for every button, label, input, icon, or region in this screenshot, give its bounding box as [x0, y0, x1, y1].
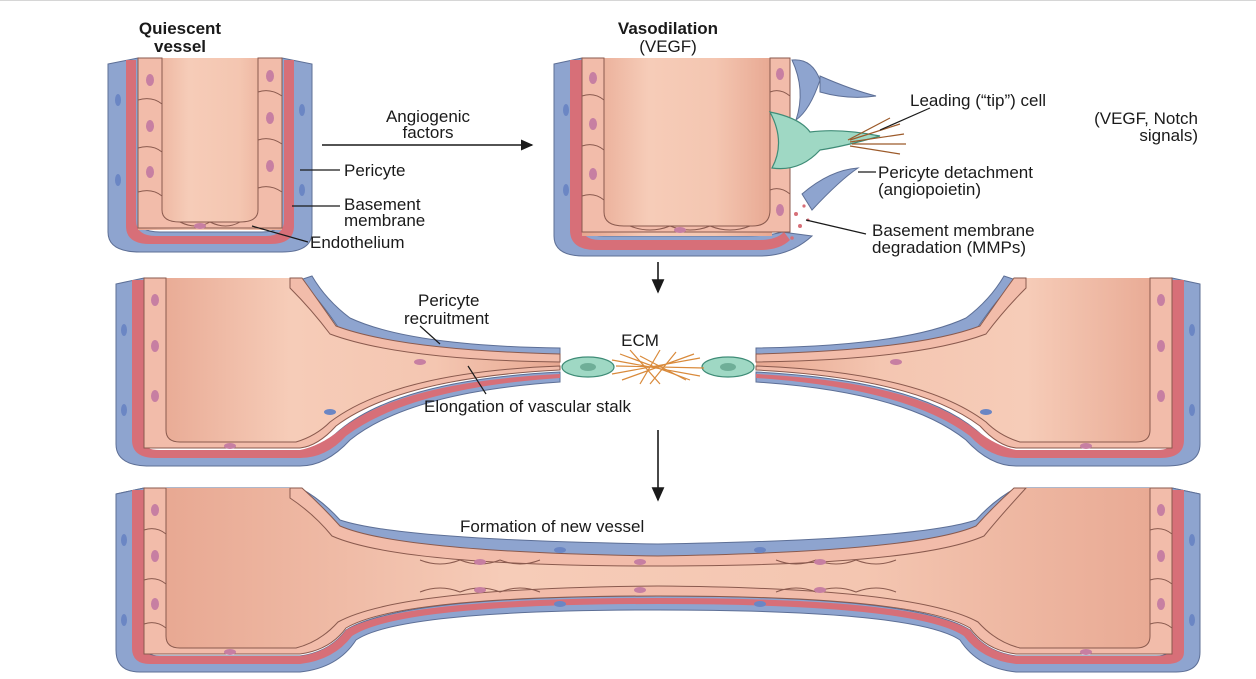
pericyte-label: Pericyte: [344, 161, 405, 180]
elongation-label: Elongation of vascular stalk: [424, 397, 631, 416]
endothelial-nucleus: [146, 166, 154, 178]
vasodilated-vessel: [554, 58, 906, 256]
angiogenic-label-line2: factors: [402, 123, 453, 142]
endothelial-nucleus: [266, 160, 274, 172]
endothelial-nucleus: [589, 72, 597, 84]
vasodilation-title: Vasodilation: [618, 19, 718, 38]
pericyte-nucleus: [299, 104, 305, 116]
recruitment-label-line2: recruitment: [404, 309, 489, 328]
quiescent-title-line1: Quiescent: [139, 19, 222, 38]
basement-label-line2: membrane: [344, 211, 425, 230]
degradation-label-line2: degradation (MMPs): [872, 238, 1026, 257]
endothelial-nucleus: [146, 120, 154, 132]
endothelial-nucleus: [194, 223, 206, 229]
ecm-label: ECM: [621, 331, 659, 350]
endothelial-nucleus: [266, 70, 274, 82]
new-vessel: [116, 488, 1200, 672]
endothelial-nucleus: [589, 118, 597, 130]
recruitment-label-line1: Pericyte: [418, 291, 479, 310]
detached-pericyte: [802, 168, 858, 210]
tip-label-line1: Leading (“tip”) cell: [910, 91, 1046, 110]
quiescent-title-line2: vessel: [154, 37, 206, 56]
degradation-leader: [806, 220, 866, 234]
lumen: [582, 58, 772, 236]
formation-label: Formation of new vessel: [460, 517, 644, 536]
endothelial-nucleus: [776, 204, 784, 216]
quiescent-vessel: [108, 58, 312, 252]
pericyte-nucleus: [563, 184, 569, 196]
pericyte-nucleus: [115, 174, 121, 186]
tip-label-line3: signals): [1139, 126, 1198, 145]
endothelial-nucleus: [674, 227, 686, 233]
pericyte-nucleus: [299, 184, 305, 196]
detached-pericyte: [820, 76, 876, 97]
detach-label-line2: (angiopoietin): [878, 180, 981, 199]
vasodilation-subtitle: (VEGF): [639, 37, 697, 56]
endothelium-label: Endothelium: [310, 233, 405, 252]
endothelial-nucleus: [776, 68, 784, 80]
lumen: [144, 488, 1172, 654]
detached-pericyte: [792, 60, 820, 120]
endothelial-nucleus: [589, 168, 597, 180]
pericyte-nucleus: [563, 104, 569, 116]
endothelial-nucleus: [146, 74, 154, 86]
endothelial-nucleus: [266, 112, 274, 124]
pericyte-nucleus: [115, 94, 121, 106]
ecm-fibers: [612, 350, 704, 384]
